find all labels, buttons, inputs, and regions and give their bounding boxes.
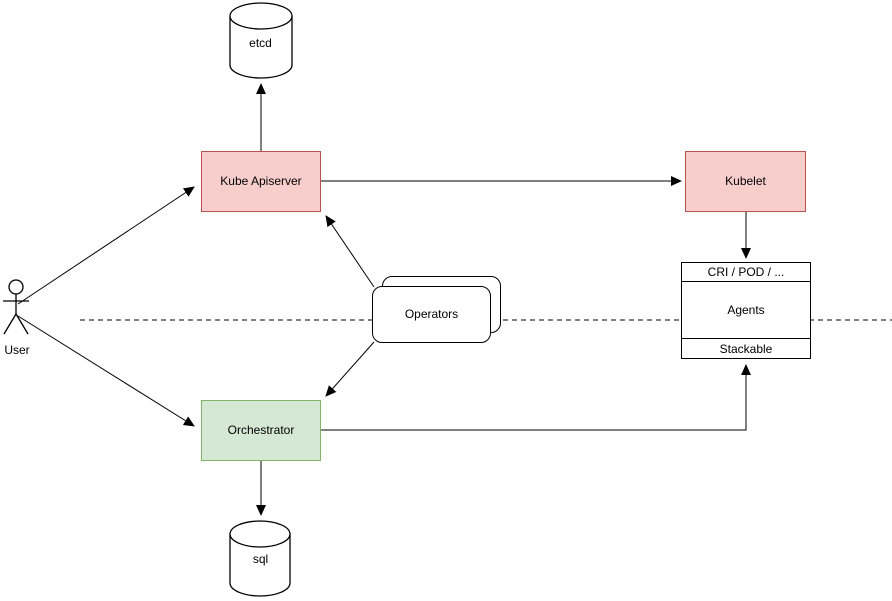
kubelet-label: Kubelet: [725, 174, 766, 189]
agents-stack-body: Agents: [682, 282, 810, 338]
orchestrator-label: Orchestrator: [227, 423, 295, 438]
edge-operators-kubeapiserver: [325, 215, 375, 288]
etcd-cylinder-icon: [229, 2, 293, 79]
node-orchestrator: Orchestrator: [201, 400, 321, 461]
edge-user-kubeapiserver: [17, 186, 195, 305]
agents-label: Agents: [727, 303, 765, 317]
operators-label: Operators: [404, 307, 459, 322]
node-kube-apiserver: Kube Apiserver: [201, 151, 321, 212]
sql-label: sql: [252, 552, 269, 566]
stackable-label: Stackable: [719, 341, 773, 356]
node-agents-stack: CRI / POD / ... Agents Stackable: [681, 262, 811, 359]
agents-stack-header: CRI / POD / ...: [682, 263, 810, 282]
sql-cylinder-icon: [229, 520, 291, 597]
node-operators: Operators: [372, 286, 491, 343]
edge-operators-orchestrator: [325, 341, 375, 397]
kube-apiserver-label: Kube Apiserver: [220, 174, 302, 189]
etcd-label: etcd: [249, 36, 272, 50]
edge-orchestrator-stackable: [321, 364, 751, 431]
agents-stack-footer: Stackable: [682, 338, 810, 358]
edge-user-orchestrator: [17, 315, 195, 427]
cri-pod-label: CRI / POD / ...: [707, 265, 785, 279]
user-actor-icon: [3, 279, 29, 335]
user-label: User: [4, 343, 30, 357]
node-kubelet: Kubelet: [685, 151, 806, 212]
